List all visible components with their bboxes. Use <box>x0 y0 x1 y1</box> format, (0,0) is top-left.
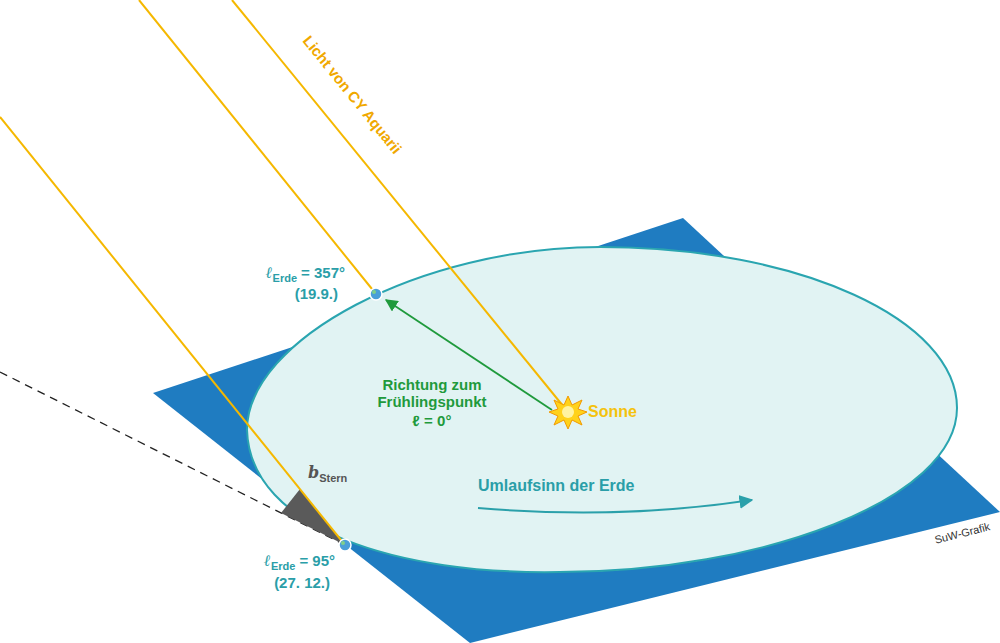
light-ray <box>232 0 568 412</box>
dashed-reference-line <box>0 372 345 545</box>
earth-orbit <box>247 247 957 572</box>
subscript: Erde <box>271 560 295 573</box>
sun-label: Sonne <box>588 403 637 421</box>
label-group: bStern <box>308 464 347 482</box>
orbit-direction-arrow <box>478 500 752 513</box>
subscript: Erde <box>273 272 297 285</box>
direction-label: Richtung zum Frühlingspunkt <box>368 376 496 411</box>
earth-symbol <box>339 539 351 551</box>
light-ray <box>139 0 376 294</box>
date-label: (27. 12.) <box>274 574 330 591</box>
longitude-value: = 95° <box>299 552 335 569</box>
ray-label: Licht von CY Aquarii <box>299 33 405 158</box>
sun-symbol <box>549 396 587 429</box>
label-group: ℓErde = 357° <box>266 264 345 282</box>
longitude-symbol: ℓ <box>264 552 271 570</box>
ecliptic-plane <box>153 218 1000 643</box>
orbit-direction-label: Umlaufsinn der Erde <box>478 477 634 495</box>
light-ray <box>0 117 345 545</box>
longitude-symbol: ℓ <box>266 264 273 282</box>
latitude-symbol: b <box>308 464 319 482</box>
date-label: (19.9.) <box>295 285 338 302</box>
earth-symbol <box>370 288 382 300</box>
subscript: Stern <box>319 472 347 485</box>
label-group: ℓErde = 95° <box>264 552 335 570</box>
longitude-value: = 357° <box>301 264 345 281</box>
longitude-zero-label: ℓ = 0° <box>413 412 452 429</box>
angle-wedge <box>281 489 345 545</box>
